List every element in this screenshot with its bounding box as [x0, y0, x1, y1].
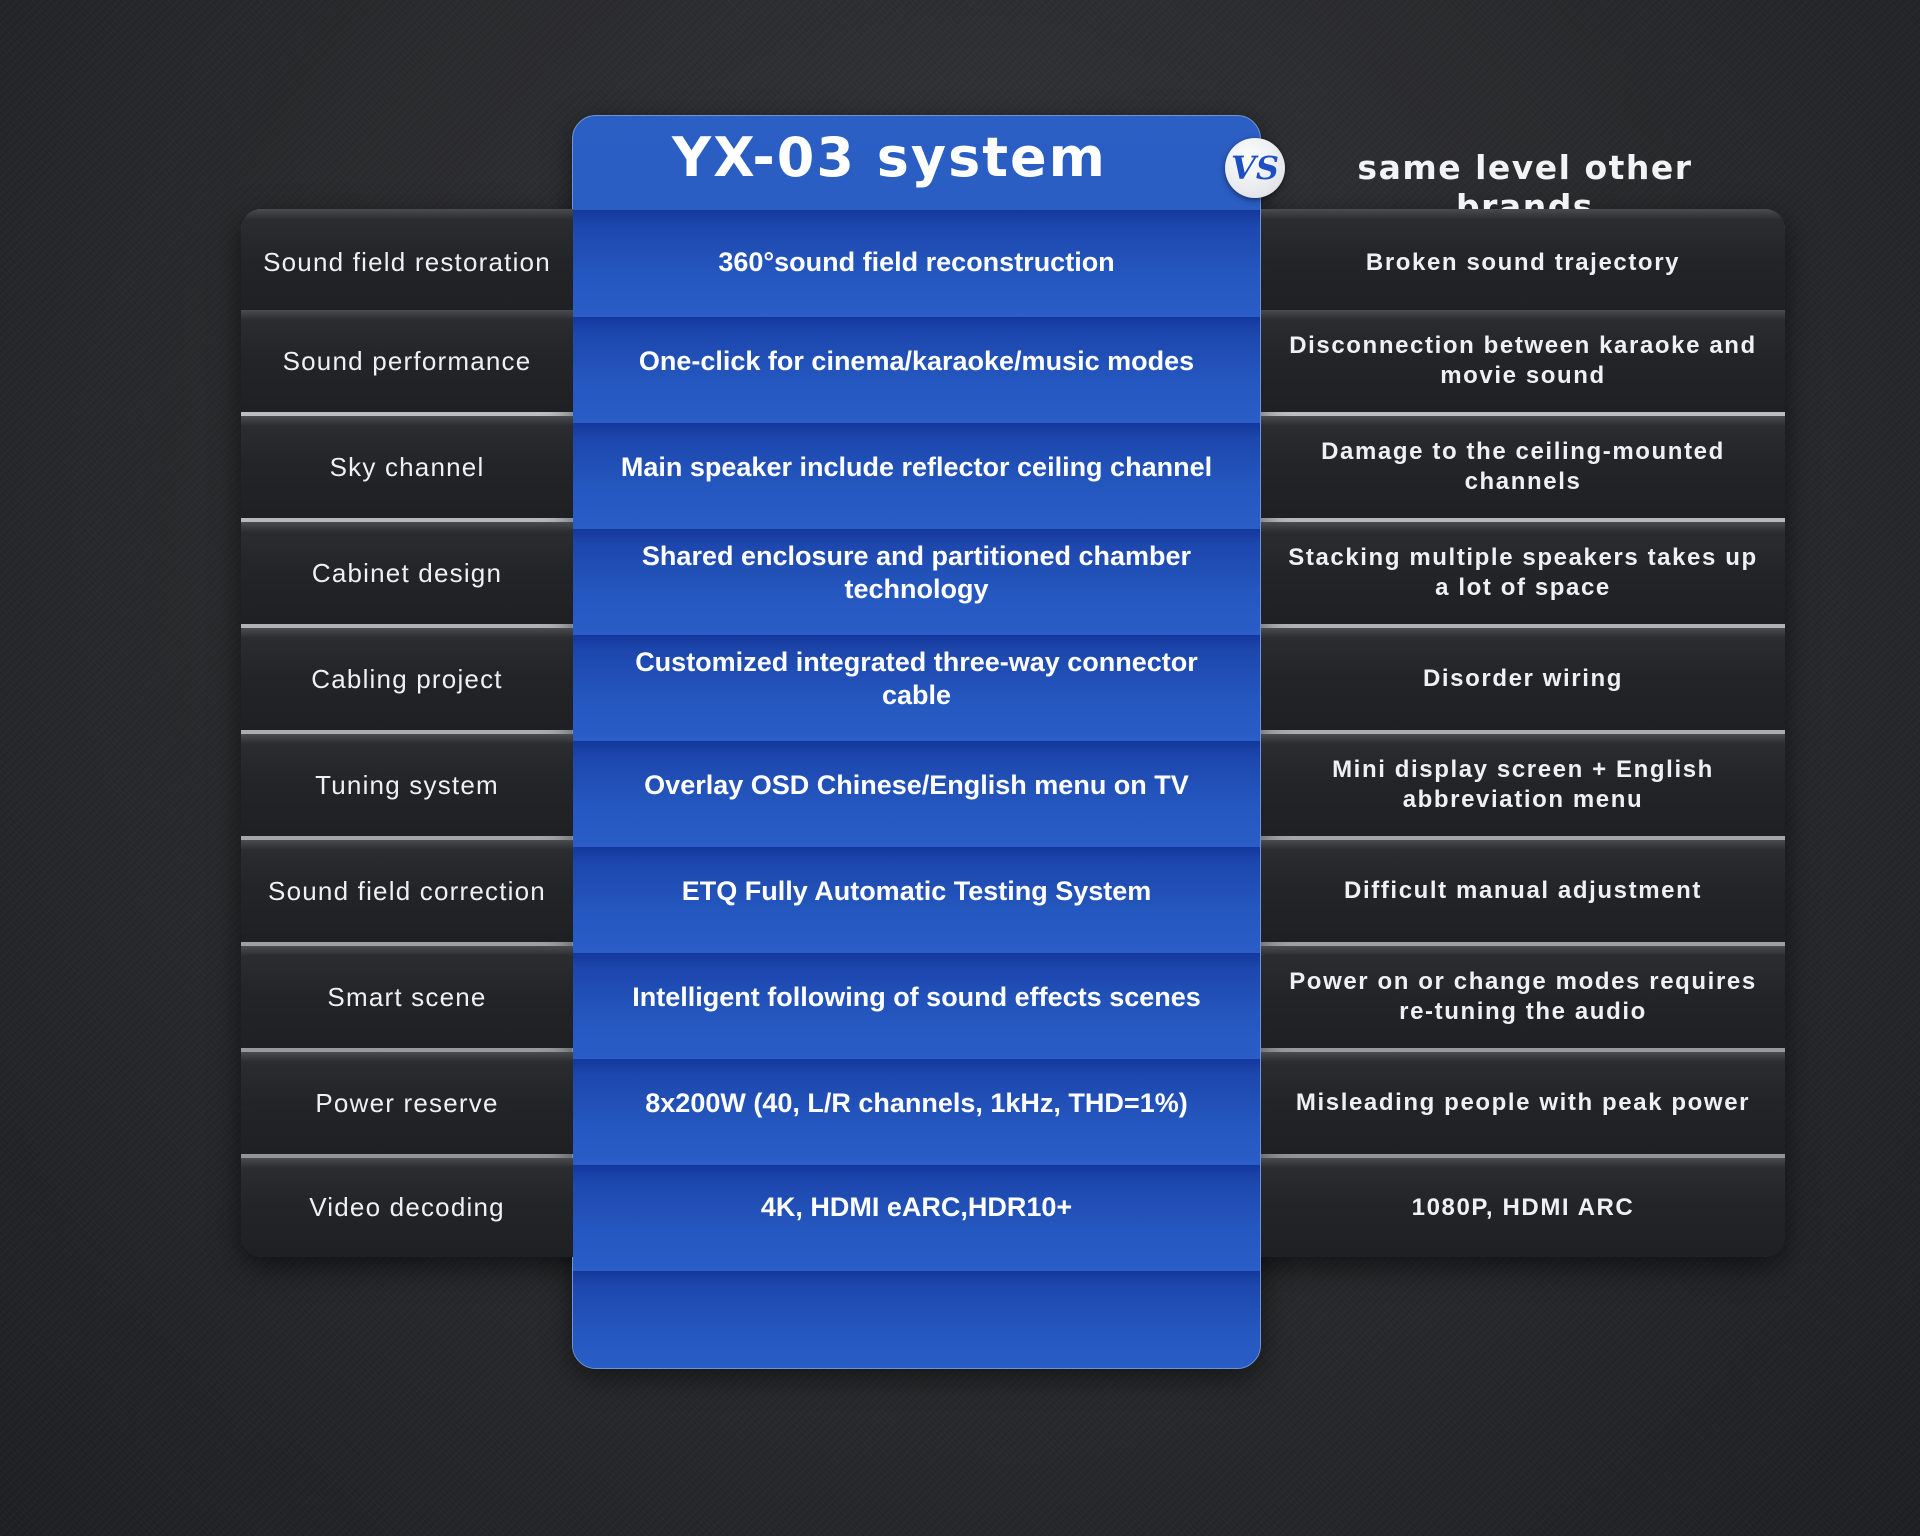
comparison-row: Sound field correction ETQ Fully Automat… [241, 840, 1785, 942]
feature-label: Power reserve [241, 1052, 573, 1154]
product-column-band [573, 423, 1260, 529]
competitor-feature: Stacking multiple speakers takes up a lo… [1261, 522, 1785, 624]
feature-label: Cabinet design [241, 522, 573, 624]
comparison-row: Sound field restoration 360°sound field … [241, 209, 1785, 316]
product-column-band [573, 1165, 1260, 1271]
comparison-row: Tuning system Overlay OSD Chinese/Englis… [241, 734, 1785, 836]
comparison-row: Cabling project Customized integrated th… [241, 628, 1785, 730]
feature-label: Cabling project [241, 628, 573, 730]
comparison-row: Video decoding 4K, HDMI eARC,HDR10+ 1080… [241, 1158, 1785, 1257]
product-column-band [573, 635, 1260, 741]
product-feature: One-click for cinema/karaoke/music modes [638, 345, 1195, 376]
product-feature: Shared enclosure and partitioned chamber… [641, 541, 1192, 604]
product-title: YX-03 system [672, 126, 1107, 189]
product-column-band [573, 847, 1260, 953]
competitor-feature: Power on or change modes requires re-tun… [1261, 946, 1785, 1048]
competitor-feature: Broken sound trajectory [1261, 209, 1785, 316]
competitor-feature: Mini display screen + English abbreviati… [1261, 734, 1785, 836]
feature-label: Video decoding [241, 1158, 573, 1257]
product-feature: ETQ Fully Automatic Testing System [681, 875, 1152, 906]
vs-badge: VS [1225, 138, 1285, 198]
product-column-band [573, 1059, 1260, 1165]
product-column-band [573, 953, 1260, 1059]
feature-label: Tuning system [241, 734, 573, 836]
product-column-band [573, 529, 1260, 635]
product-feature: 8x200W (40, L/R channels, 1kHz, THD=1%) [645, 1087, 1188, 1118]
competitor-feature: Disconnection between karaoke and movie … [1261, 310, 1785, 412]
product-feature: 4K, HDMI eARC,HDR10+ [760, 1192, 1073, 1222]
feature-label: Sound performance [241, 310, 573, 412]
product-column-band [573, 317, 1260, 423]
comparison-row: Cabinet design Shared enclosure and part… [241, 522, 1785, 624]
comparison-row: Smart scene Intelligent following of sou… [241, 946, 1785, 1048]
feature-label: Sound field restoration [241, 209, 573, 316]
product-feature: 360°sound field reconstruction [718, 247, 1115, 277]
product-feature: Main speaker include reflector ceiling c… [620, 451, 1213, 482]
competitor-title: same level other brands [1357, 148, 1693, 226]
product-column [572, 115, 1261, 1369]
competitor-feature: 1080P, HDMI ARC [1261, 1158, 1785, 1257]
product-column-band [573, 210, 1260, 317]
product-feature: Customized integrated three-way connecto… [635, 647, 1198, 710]
product-column-band [573, 1271, 1260, 1368]
comparison-row: Sound performance One-click for cinema/k… [241, 310, 1785, 412]
product-feature: Overlay OSD Chinese/English menu on TV [644, 769, 1189, 800]
feature-label: Sky channel [241, 416, 573, 518]
competitor-feature: Misleading people with peak power [1261, 1052, 1785, 1154]
comparison-row: Power reserve 8x200W (40, L/R channels, … [241, 1052, 1785, 1154]
competitor-feature: Damage to the ceiling-mounted channels [1261, 416, 1785, 518]
feature-label: Smart scene [241, 946, 573, 1048]
product-column-band [573, 741, 1260, 847]
comparison-row: Sky channel Main speaker include reflect… [241, 416, 1785, 518]
feature-label: Sound field correction [241, 840, 573, 942]
product-feature: Intelligent following of sound effects s… [632, 981, 1201, 1012]
competitor-feature: Disorder wiring [1261, 628, 1785, 730]
competitor-feature: Difficult manual adjustment [1261, 840, 1785, 942]
